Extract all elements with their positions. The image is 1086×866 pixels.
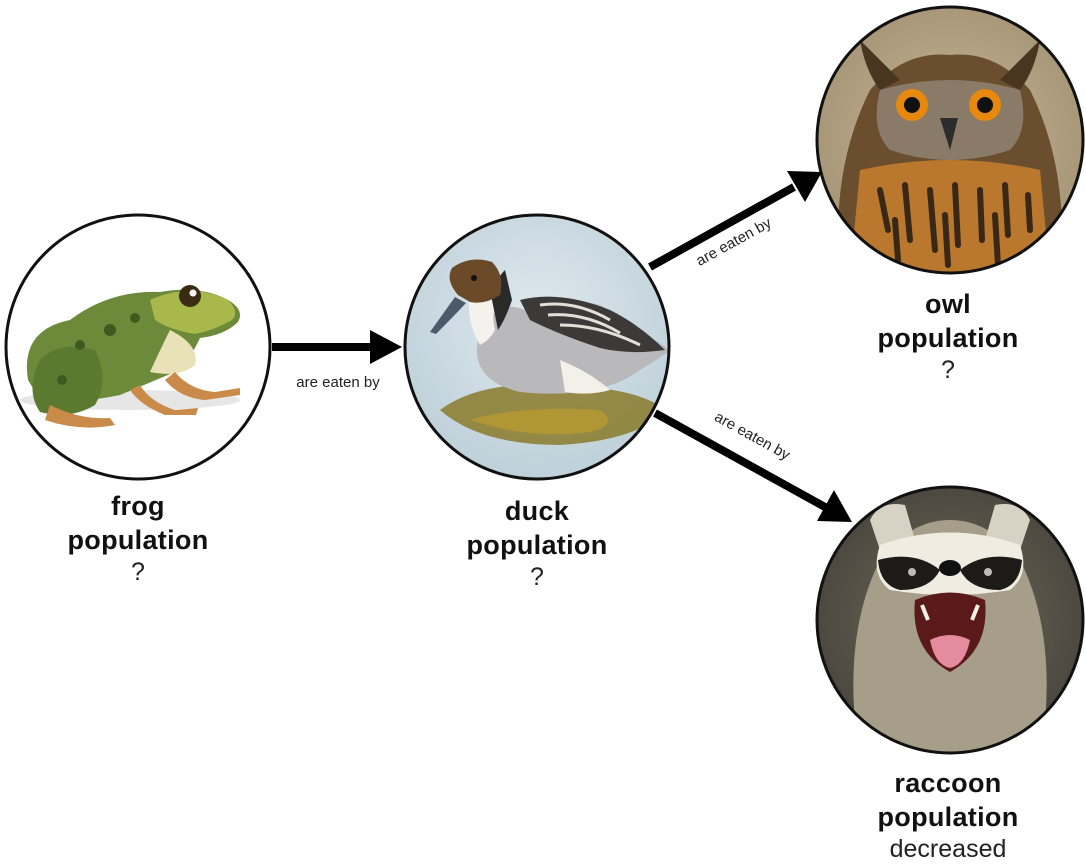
frog-population-status: ? — [131, 558, 145, 586]
duck-name: duck — [504, 496, 570, 526]
frog-population-word: population — [67, 525, 209, 555]
edge-duck-raccoon: are eaten by — [653, 408, 852, 522]
raccoon-name: raccoon — [894, 768, 1002, 798]
owl-population-word: population — [877, 323, 1019, 353]
duck-image — [403, 213, 671, 481]
edge-duck-raccoon-arrowhead — [817, 490, 852, 522]
raccoon-population-word: population — [877, 802, 1019, 832]
duck-node-label: duck population ? — [427, 494, 647, 592]
edge-frog-duck-arrowhead — [370, 330, 402, 364]
owl-node-label: owl population ? — [838, 287, 1058, 385]
edge-frog-duck-label: are eaten by — [296, 374, 380, 391]
edge-duck-owl-arrowhead — [787, 171, 822, 202]
raccoon-population-status: decreased — [889, 835, 1007, 863]
frog-name: frog — [111, 491, 165, 521]
edge-duck-owl: are eaten by — [648, 171, 822, 271]
raccoon-image — [815, 485, 1085, 755]
owl-population-status: ? — [941, 356, 955, 384]
frog-node-label: frog population ? — [28, 489, 248, 587]
owl-image — [815, 5, 1085, 275]
duck-population-word: population — [466, 530, 608, 560]
edge-duck-owl-line — [648, 183, 796, 271]
edge-frog-duck: are eaten by — [272, 330, 402, 391]
edge-duck-raccoon-line — [653, 409, 827, 511]
owl-name: owl — [925, 289, 971, 319]
frog-image — [4, 213, 272, 481]
duck-population-status: ? — [530, 563, 544, 591]
raccoon-node-label: raccoon population decreased — [838, 766, 1058, 864]
